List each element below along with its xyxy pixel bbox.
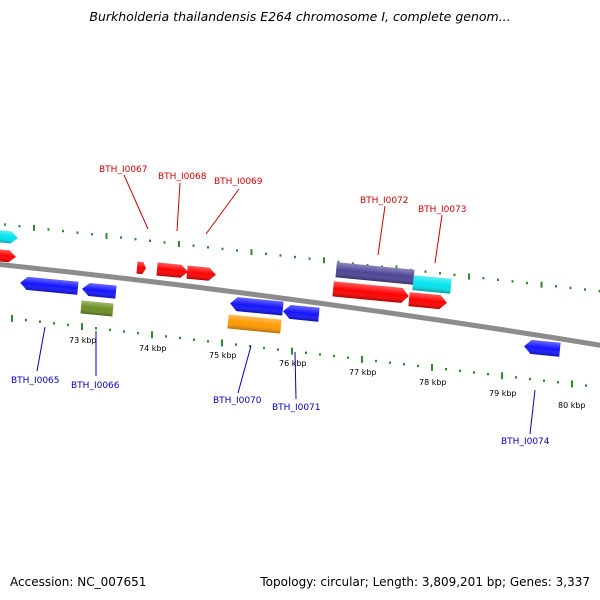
leader-line bbox=[434, 214, 443, 264]
gene-box-BTH_I0072[interactable] bbox=[335, 262, 415, 285]
leader-line bbox=[36, 326, 46, 372]
chromosome-backbone bbox=[0, 262, 600, 348]
gene-arrow-BTH_I0067[interactable] bbox=[136, 261, 146, 275]
gene-label-BTH_I0066[interactable]: BTH_I0066 bbox=[71, 381, 120, 391]
gene-arrow-BTH_I0073b[interactable] bbox=[408, 292, 447, 310]
upper-tick-ring bbox=[4, 223, 600, 293]
leader-line bbox=[294, 351, 297, 400]
gene-label-BTH_I0068[interactable]: BTH_I0068 bbox=[158, 172, 207, 182]
gene-box-BTH_I0073[interactable] bbox=[412, 275, 452, 294]
kbp-label: 78 kbp bbox=[419, 378, 447, 387]
leader-line bbox=[529, 389, 536, 435]
leader-line bbox=[123, 174, 149, 230]
gene-arrow-BTH_I0071[interactable] bbox=[282, 304, 320, 322]
accession-label: Accession: NC_007651 bbox=[10, 575, 147, 589]
label-leaders bbox=[36, 174, 536, 435]
gene-label-BTH_I0073[interactable]: BTH_I0073 bbox=[418, 205, 467, 215]
kbp-label: 79 kbp bbox=[489, 389, 517, 398]
kbp-label: 74 kbp bbox=[139, 344, 167, 353]
gene-arrow-BTH_I0068[interactable] bbox=[156, 262, 188, 279]
leader-line bbox=[176, 182, 181, 232]
gene-label-BTH_I0072[interactable]: BTH_I0072 bbox=[360, 196, 409, 206]
gene-label-BTH_I0074[interactable]: BTH_I0074 bbox=[501, 437, 550, 447]
gene-arrow-cyan-edge[interactable] bbox=[0, 229, 19, 244]
gene-arrow-red-edge[interactable] bbox=[0, 249, 17, 263]
gene-arrow-BTH_I0070a[interactable] bbox=[229, 296, 284, 316]
gene-label-BTH_I0067[interactable]: BTH_I0067 bbox=[99, 165, 148, 175]
map-title: Burkholderia thailandensis E264 chromoso… bbox=[89, 9, 511, 24]
gene-features bbox=[0, 229, 561, 357]
leader-line bbox=[377, 205, 386, 256]
gene-arrow-BTH_I0072b[interactable] bbox=[332, 281, 409, 303]
gene-arrow-blue-0065b[interactable] bbox=[81, 282, 117, 299]
kbp-label: 77 kbp bbox=[349, 368, 377, 377]
gene-box-BTH_I0066[interactable] bbox=[80, 300, 114, 317]
gene-arrow-BTH_I0065[interactable] bbox=[20, 276, 79, 295]
kbp-scale-labels: 73 kbp 74 kbp 75 kbp 76 kbp 77 kbp 78 kbp 79 k… bbox=[69, 336, 586, 410]
gene-label-BTH_I0069[interactable]: BTH_I0069 bbox=[214, 177, 263, 187]
lower-tick-ring bbox=[11, 314, 587, 388]
leader-line bbox=[237, 345, 252, 394]
kbp-label: 73 kbp bbox=[69, 336, 97, 345]
gene-arrow-BTH_I0074[interactable] bbox=[523, 339, 561, 357]
leader-line bbox=[205, 188, 240, 235]
kbp-label: 80 kbp bbox=[558, 401, 586, 410]
topology-info: Topology: circular; Length: 3,809,201 bp… bbox=[260, 575, 590, 589]
gene-label-BTH_I0070[interactable]: BTH_I0070 bbox=[213, 396, 262, 406]
kbp-label: 76 kbp bbox=[279, 359, 307, 368]
kbp-label: 75 kbp bbox=[209, 351, 237, 360]
gene-arrow-BTH_I0069[interactable] bbox=[186, 265, 216, 282]
gene-label-BTH_I0071[interactable]: BTH_I0071 bbox=[272, 403, 321, 413]
gene-label-BTH_I0065[interactable]: BTH_I0065 bbox=[11, 376, 60, 386]
gene-box-BTH_I0070b[interactable] bbox=[227, 314, 282, 334]
